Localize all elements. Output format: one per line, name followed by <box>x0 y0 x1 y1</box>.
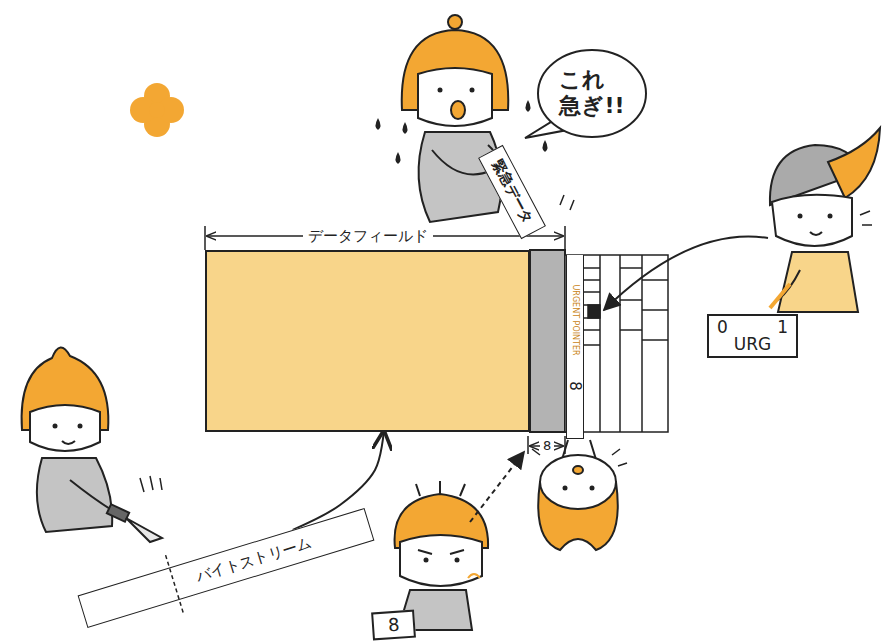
pointer-column: URGENT POINTER 8 <box>566 255 584 439</box>
node-text: 1 <box>777 318 788 337</box>
dimension-line <box>528 436 565 454</box>
node-text: URGENT POINTER <box>570 284 580 355</box>
node-text: 8 <box>566 378 584 394</box>
worried-character <box>376 15 575 222</box>
count-card: 8 <box>371 610 416 641</box>
data-field: データフィールド <box>205 250 530 432</box>
speech-bubble: これ 急ぎ!! <box>537 49 647 138</box>
byte-stream-strip: バイトストリーム <box>78 508 375 628</box>
node-text: 0 <box>717 318 728 337</box>
cutting-character <box>22 347 162 542</box>
node-text: これ 急ぎ!! <box>559 67 624 120</box>
flag-card: 0URG 1 <box>707 314 798 358</box>
flag-setting-character <box>604 128 880 312</box>
node-text: バイトストリーム <box>194 519 362 586</box>
dimension-number: 8 <box>540 438 554 454</box>
node-text: データフィールド <box>303 226 433 246</box>
urgent-band <box>530 250 565 432</box>
hanging-character <box>532 440 627 550</box>
counting-character <box>395 452 524 630</box>
node-text: 8 <box>387 614 400 636</box>
clover-ornament <box>130 83 184 137</box>
node-text: URG <box>734 335 771 354</box>
